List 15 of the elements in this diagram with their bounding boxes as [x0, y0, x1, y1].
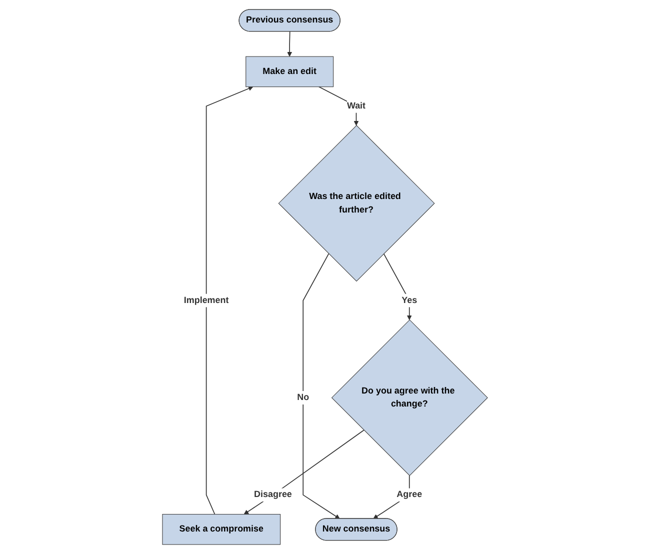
node-box: Make an edit	[246, 56, 334, 88]
arrow	[287, 31, 292, 57]
node-diamond: Was the article edited further?	[278, 125, 435, 282]
edge-label: Wait	[346, 101, 366, 111]
edge-label: Implement	[184, 295, 229, 306]
node-diamond: Do you agree with the change?	[331, 319, 488, 476]
edge-label: Disagree	[254, 490, 292, 500]
node-box: Seek a compromise	[162, 514, 281, 545]
arrow	[244, 430, 364, 514]
arrow	[206, 86, 254, 515]
arrow	[302, 253, 340, 519]
edge-label: No	[297, 392, 310, 402]
arrow	[383, 253, 412, 320]
edge-label: Agree	[396, 490, 422, 500]
edge-label: Yes	[402, 295, 418, 306]
